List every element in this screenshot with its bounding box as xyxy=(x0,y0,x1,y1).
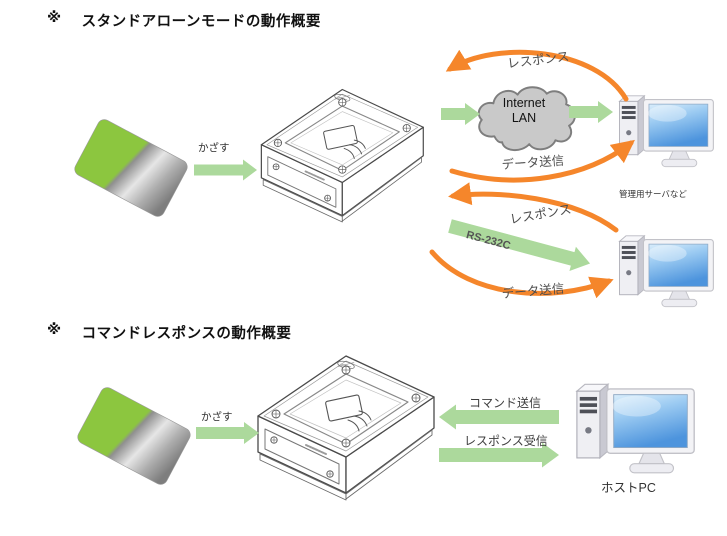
card-reader-icon-2 xyxy=(257,355,435,501)
smart-card-icon xyxy=(71,116,191,220)
reader-to-cloud-arrow xyxy=(441,103,480,125)
serial-data-send-arrow xyxy=(429,249,614,299)
response-receive-label: レスポンス受信 xyxy=(464,434,548,448)
lan-response-arrow xyxy=(445,49,629,102)
title-text-2: コマンドレスポンスの動作概要 xyxy=(81,326,292,342)
title-marker: ※ xyxy=(47,10,62,26)
serial-response-arrow xyxy=(448,182,619,233)
response-receive-arrow xyxy=(439,442,559,468)
command-send-arrow xyxy=(439,404,559,430)
management-server-icon xyxy=(618,95,714,168)
server-caption: 管理用サーバなど xyxy=(619,189,687,199)
internet-lan-cloud-icon xyxy=(477,86,576,152)
rs232c-arrow xyxy=(448,219,591,271)
card-reader-icon xyxy=(260,88,425,223)
section-title-command: ※ コマンドレスポンスの動作概要 xyxy=(47,322,291,343)
section-title-standalone: ※ スタンドアローンモードの動作概要 xyxy=(47,10,321,31)
lan-data-send-arrow xyxy=(449,139,635,183)
kazasu-label-2: かざす xyxy=(201,411,233,423)
cloud-label-line1: Internet xyxy=(502,96,546,110)
kazasu-arrow-2 xyxy=(196,422,259,444)
kazasu-label: かざす xyxy=(198,142,230,154)
kazasu-arrow xyxy=(194,159,257,181)
serial-server-icon xyxy=(618,235,714,308)
host-pc-caption: ホストPC xyxy=(601,481,656,495)
host-pc-icon xyxy=(576,383,695,474)
cloud-label-line2: LAN xyxy=(511,111,537,125)
command-send-label: コマンド送信 xyxy=(469,396,542,410)
title-marker-2: ※ xyxy=(47,322,62,338)
smart-card-icon-2 xyxy=(74,384,194,488)
cloud-label: Internet LAN xyxy=(481,96,567,126)
cloud-to-server-arrow xyxy=(569,101,613,123)
title-text: スタンドアローンモードの動作概要 xyxy=(81,14,321,30)
